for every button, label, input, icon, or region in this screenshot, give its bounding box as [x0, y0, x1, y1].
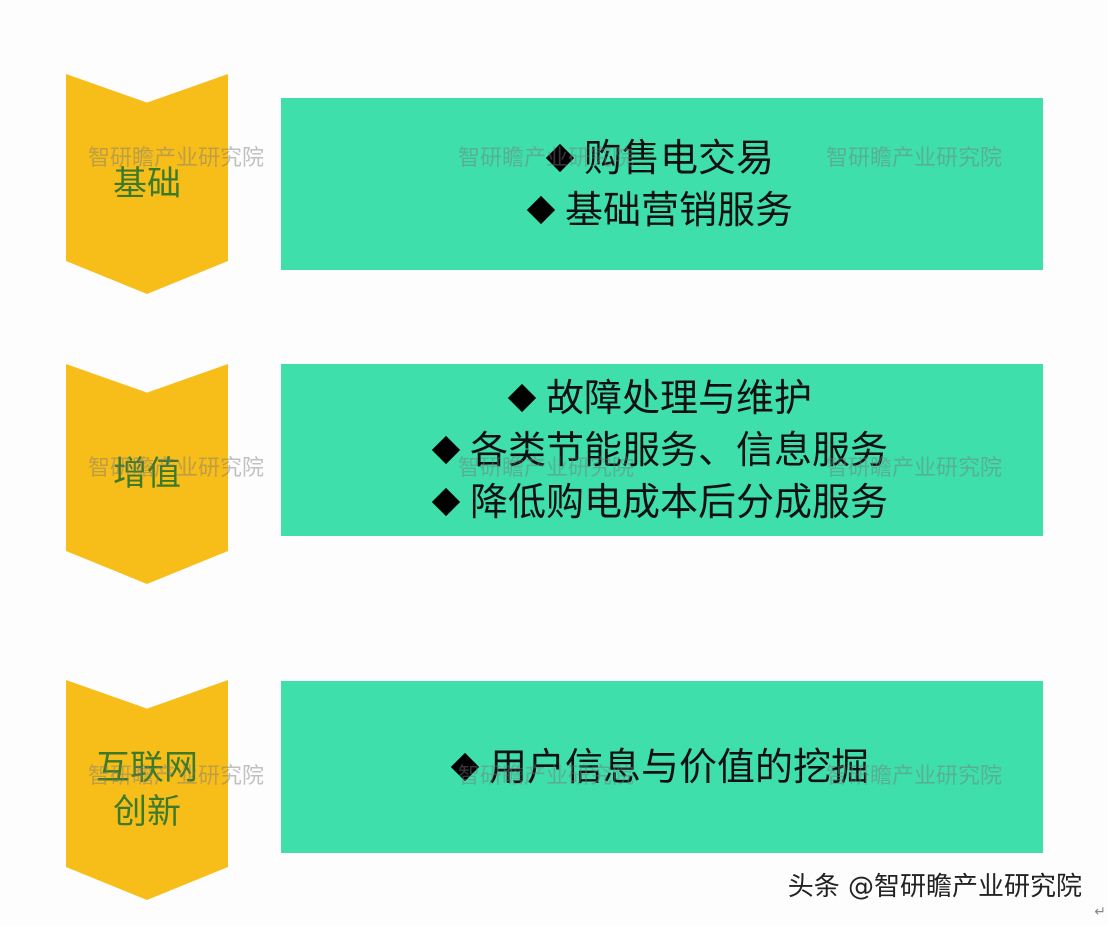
diamond-bullet-icon [431, 487, 461, 517]
diamond-bullet-icon [545, 143, 575, 173]
stage-2-item-3-text: 降低购电成本后分成服务 [469, 480, 888, 524]
footer-source-credit: 头条 @智研瞻产业研究院 [787, 872, 1082, 902]
stage-1-item-1: 购售电交易 [545, 132, 774, 184]
stage-2-item-2: 各类节能服务、信息服务 [431, 424, 888, 476]
stage-2-chevron: 增值 [66, 364, 228, 584]
stage-3-box: 用户信息与价值的挖掘 [281, 681, 1043, 853]
stage-2-item-3: 降低购电成本后分成服务 [431, 476, 888, 528]
stage-1-label: 基础 [113, 164, 181, 204]
diamond-bullet-icon [526, 195, 556, 225]
diamond-bullet-icon [431, 435, 461, 465]
stage-3-label: 互联网 创新 [96, 748, 198, 832]
stage-2-item-2-text: 各类节能服务、信息服务 [469, 428, 888, 472]
return-arrow-icon: ↵ [1094, 904, 1106, 920]
stage-3-chevron: 互联网 创新 [66, 680, 228, 900]
stage-2-label: 增值 [113, 454, 181, 494]
diamond-bullet-icon [507, 383, 537, 413]
stage-1-chevron: 基础 [66, 74, 228, 294]
stage-1-item-2: 基础营销服务 [526, 184, 793, 236]
stage-1-item-2-text: 基础营销服务 [564, 188, 793, 232]
stage-2-item-1-text: 故障处理与维护 [545, 376, 812, 420]
stage-3-item-1: 用户信息与价值的挖掘 [450, 741, 869, 793]
stage-2-box: 故障处理与维护 各类节能服务、信息服务 降低购电成本后分成服务 [281, 364, 1043, 536]
stage-3-item-1-text: 用户信息与价值的挖掘 [488, 745, 869, 789]
stage-1-item-1-text: 购售电交易 [583, 136, 774, 180]
stage-1-box: 购售电交易 基础营销服务 [281, 98, 1043, 270]
diamond-bullet-icon [450, 752, 480, 782]
stage-2-item-1: 故障处理与维护 [507, 372, 812, 424]
